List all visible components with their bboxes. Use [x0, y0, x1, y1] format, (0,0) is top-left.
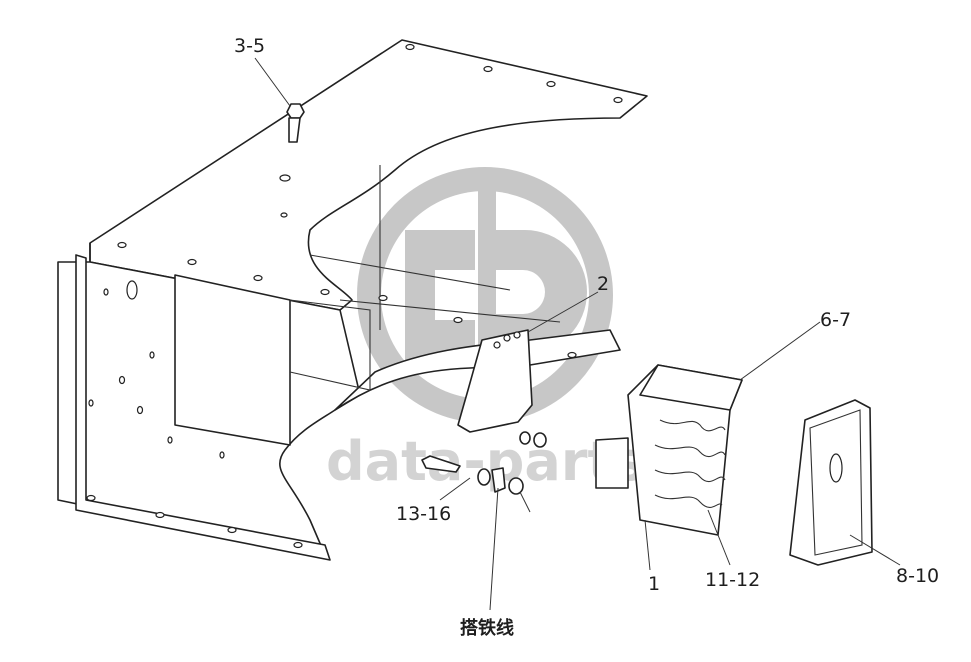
fastener-set [421, 431, 547, 495]
leader-lines [254, 57, 901, 611]
label-bolt-set: 13-16 [396, 503, 451, 525]
bolt-top [286, 103, 305, 143]
frame-holes [86, 43, 623, 549]
cover-lid [789, 399, 873, 566]
bracket-plate [457, 329, 533, 433]
label-cover-clip: 6-7 [820, 309, 851, 331]
label-box-parts: 11-12 [705, 569, 760, 591]
label-ground-wire: 搭铁线 [460, 617, 514, 639]
frame-bracket [57, 39, 648, 561]
label-box: 1 [648, 573, 660, 595]
label-bracket: 2 [597, 273, 609, 295]
label-lid: 8-10 [896, 565, 939, 587]
junction-box [595, 364, 743, 536]
label-bolt-top: 3-5 [234, 35, 265, 57]
